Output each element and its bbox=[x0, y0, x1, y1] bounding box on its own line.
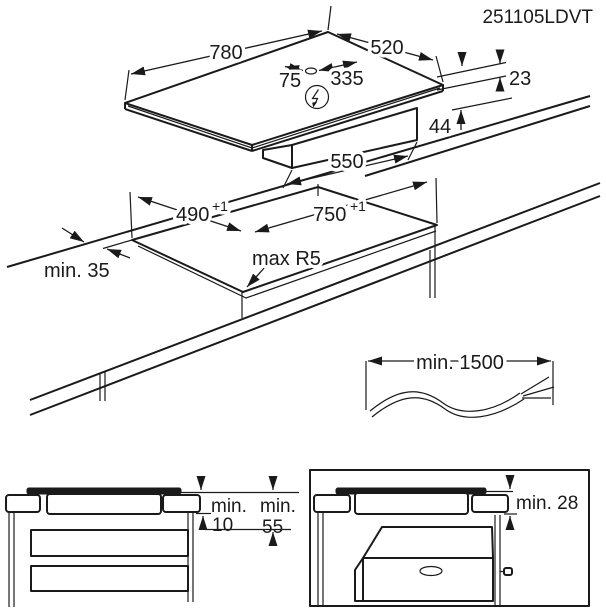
dim-490-tolerance: +1 bbox=[212, 198, 228, 214]
mains-cable-view: min. 1500 bbox=[365, 349, 555, 418]
dim-connection-position: 75 335 bbox=[275, 60, 367, 96]
hob-body-section bbox=[354, 492, 469, 515]
drawer-front-bottom bbox=[30, 565, 189, 592]
dim-335-label: 335 bbox=[330, 68, 363, 90]
min-35-label: min. 35 bbox=[44, 260, 110, 282]
dim-min-35: min. 35 bbox=[41, 227, 133, 286]
hob-body-section bbox=[46, 493, 162, 515]
drawer-clearance-view: min. min. 10 55 bbox=[5, 476, 299, 607]
worktop-section-right bbox=[471, 494, 509, 513]
dim-44: 44 bbox=[425, 97, 513, 142]
connection-point bbox=[304, 67, 318, 75]
dim-75-label: 75 bbox=[279, 70, 301, 92]
min-55-value: 55 bbox=[262, 517, 283, 538]
dim-550: 550 bbox=[282, 141, 418, 189]
cable-length-label: min. 1500 bbox=[416, 352, 504, 374]
oven-handle bbox=[419, 565, 443, 577]
dim-490: 490 +1 bbox=[129, 191, 242, 239]
dim-23: 23 bbox=[436, 49, 535, 94]
dim-520-label: 520 bbox=[370, 37, 403, 59]
dim-780: 780 bbox=[124, 5, 332, 101]
cabinet-panel-lines bbox=[99, 226, 436, 401]
oven-knob bbox=[503, 567, 513, 576]
worktop-section-left bbox=[5, 494, 41, 513]
hob-isometric-view: 780 520 75 335 23 bbox=[124, 5, 535, 189]
worktop-cutout-view: 490 +1 750 +1 max R5 min. 35 bbox=[29, 177, 601, 416]
oven-clearance-dims: min. 28 bbox=[504, 475, 578, 530]
hob-body-left-face bbox=[262, 144, 293, 169]
min-28-label: min. 28 bbox=[516, 493, 578, 514]
dim-750-tolerance: +1 bbox=[350, 198, 366, 214]
min-10-value: 10 bbox=[212, 515, 233, 536]
model-number: 251105LDVT bbox=[482, 7, 593, 28]
worktop-section-right bbox=[162, 494, 201, 513]
dim-44-label: 44 bbox=[429, 116, 451, 138]
dim-23-label: 23 bbox=[509, 68, 531, 90]
cable-drawing bbox=[369, 376, 555, 418]
min-10-prefix: min. bbox=[211, 496, 247, 517]
hob-glass-thickness bbox=[124, 85, 444, 152]
drawer-front-top bbox=[30, 529, 189, 557]
dim-550-label: 550 bbox=[330, 151, 363, 173]
oven-drawing bbox=[354, 526, 513, 602]
min-55-prefix: min. bbox=[260, 496, 296, 517]
dim-520: 520 bbox=[336, 33, 444, 83]
dim-490-label: 490 bbox=[176, 204, 209, 226]
dim-750: 750 +1 bbox=[254, 177, 438, 233]
label-corner-radius: max R5 bbox=[246, 245, 324, 288]
oven-clearance-view: min. 28 bbox=[309, 469, 590, 607]
cabinet-side-panels bbox=[317, 512, 501, 605]
cabinet-side-panels bbox=[8, 512, 194, 607]
worktop-section-left bbox=[313, 494, 351, 513]
electrical-connection-icon bbox=[304, 84, 330, 110]
dim-750-label: 750 bbox=[313, 204, 346, 226]
max-r5-label: max R5 bbox=[252, 248, 321, 270]
dim-780-label: 780 bbox=[209, 42, 242, 64]
cutout-inner-thickness bbox=[137, 230, 437, 299]
drawer-clearance-dims: min. min. 10 55 bbox=[196, 476, 296, 546]
